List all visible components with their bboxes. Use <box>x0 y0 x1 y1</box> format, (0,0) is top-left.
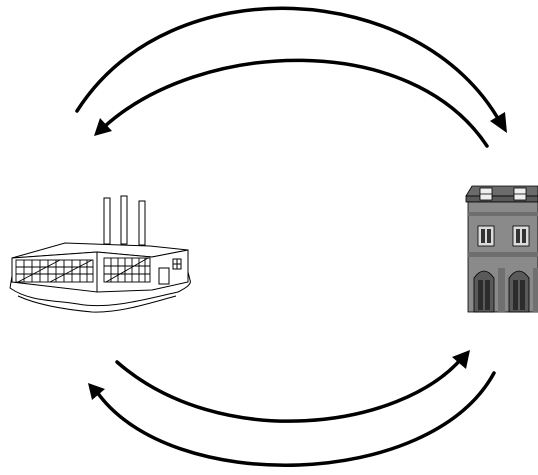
factory-icon <box>10 196 190 312</box>
top-inner-arrow <box>94 60 487 146</box>
top-outer-arrowhead <box>490 112 507 133</box>
top-outer-arrow <box>77 8 507 133</box>
townhouse-icon <box>466 186 538 312</box>
bottom-inner-arrow <box>117 350 470 421</box>
